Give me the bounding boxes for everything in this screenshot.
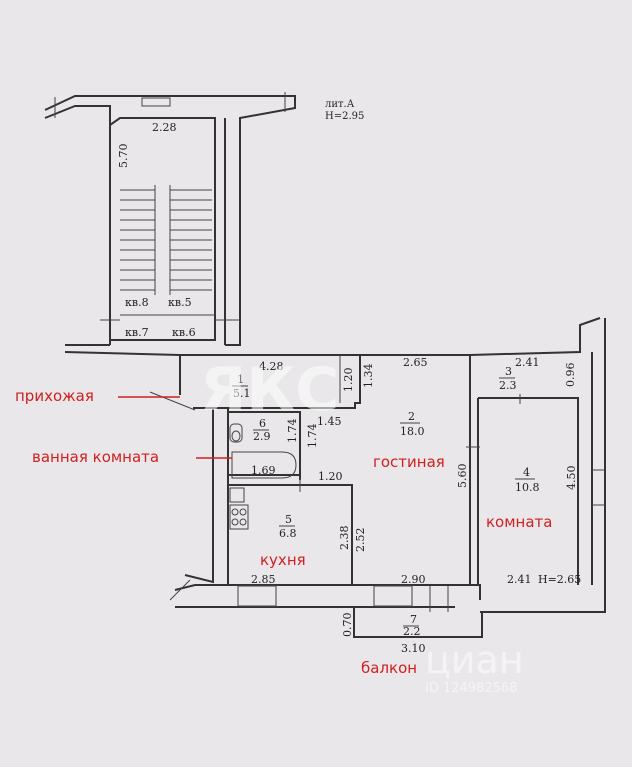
- stair-length-dim: 5.70: [117, 144, 130, 169]
- stairwell: 2.28 5.70 кв.8 кв.5 кв.7 кв.6: [44, 92, 296, 345]
- watermark-top: ЯКС: [200, 355, 339, 425]
- label-kitchen: кухня: [260, 551, 306, 569]
- label-balcony: балкон: [361, 659, 417, 677]
- apt-label: кв.8: [125, 296, 149, 309]
- lit-label: лит.А: [325, 99, 355, 110]
- stair-width-dim: 2.28: [152, 121, 177, 134]
- room-number: 2: [408, 410, 415, 423]
- dim: 0.70: [341, 613, 354, 638]
- bathtub-icon: [231, 451, 297, 479]
- dim: 1.74: [306, 424, 319, 449]
- label-living: гостиная: [373, 453, 445, 471]
- label-hallway: прихожая: [15, 387, 94, 405]
- label-bathroom: ванная комната: [32, 448, 159, 466]
- dim: 5.60: [456, 464, 469, 489]
- room-annotations: прихожая ванная комната гостиная комната…: [15, 387, 552, 677]
- room-area: 18.0: [400, 425, 425, 438]
- dim: 4.28: [259, 360, 284, 373]
- dim: 2.85: [251, 573, 276, 586]
- room-area: 2.3: [499, 379, 517, 392]
- dim: 0.96: [564, 363, 577, 388]
- room-area: 5.1: [233, 387, 251, 400]
- label-room: комната: [486, 513, 552, 531]
- dim: 2.52: [354, 528, 367, 553]
- dim: 1.69: [251, 464, 276, 477]
- dim: 4.50: [565, 466, 578, 491]
- dim: 1.45: [317, 415, 342, 428]
- dim: 2.41: [515, 356, 540, 369]
- dim: 3.10: [401, 642, 426, 655]
- stove-icon: [229, 504, 249, 530]
- room-number: 4: [523, 466, 530, 479]
- room-area: 2.2: [403, 625, 421, 638]
- kitchen-fixtures: [229, 487, 249, 530]
- dim: 1.20: [342, 368, 355, 393]
- dim: 2.65: [403, 356, 428, 369]
- dimensions: 4.28 1.20 1.34 2.65 2.41 0.96 1.74 1.74 …: [251, 356, 581, 655]
- dim: 2.41: [507, 573, 532, 586]
- room-number: 1: [237, 373, 244, 386]
- room-area: 6.8: [279, 527, 297, 540]
- sink-icon: [231, 430, 241, 442]
- room-area: 10.8: [515, 481, 540, 494]
- bath-fixtures: [229, 423, 297, 479]
- toilet-icon: [229, 423, 243, 443]
- room-number: 3: [505, 365, 512, 378]
- kitchen-sink-icon: [229, 487, 245, 503]
- apt-label: кв.5: [168, 296, 192, 309]
- dim: Н=2.65: [538, 573, 581, 586]
- apartment-walls: [64, 317, 606, 638]
- dim: 1.20: [318, 470, 343, 483]
- room-labels: 1 5.1 2 18.0 3 2.3 4 10.8 5 6.8 6 2.9 7 …: [232, 365, 540, 638]
- dim: 2.38: [338, 526, 351, 551]
- height-label: Н=2.95: [325, 111, 364, 122]
- dim: 2.90: [401, 573, 426, 586]
- dim: 1.74: [286, 419, 299, 444]
- room-number: 7: [410, 613, 417, 626]
- apt-label: кв.7: [125, 326, 149, 339]
- dim: 1.34: [362, 364, 375, 389]
- watermark-bottom: циан: [425, 638, 524, 682]
- room-number: 5: [285, 513, 292, 526]
- watermark-id: ID 124982568: [425, 681, 517, 696]
- apt-label: кв.6: [172, 326, 196, 339]
- room-area: 2.9: [253, 430, 271, 443]
- room-number: 6: [259, 417, 266, 430]
